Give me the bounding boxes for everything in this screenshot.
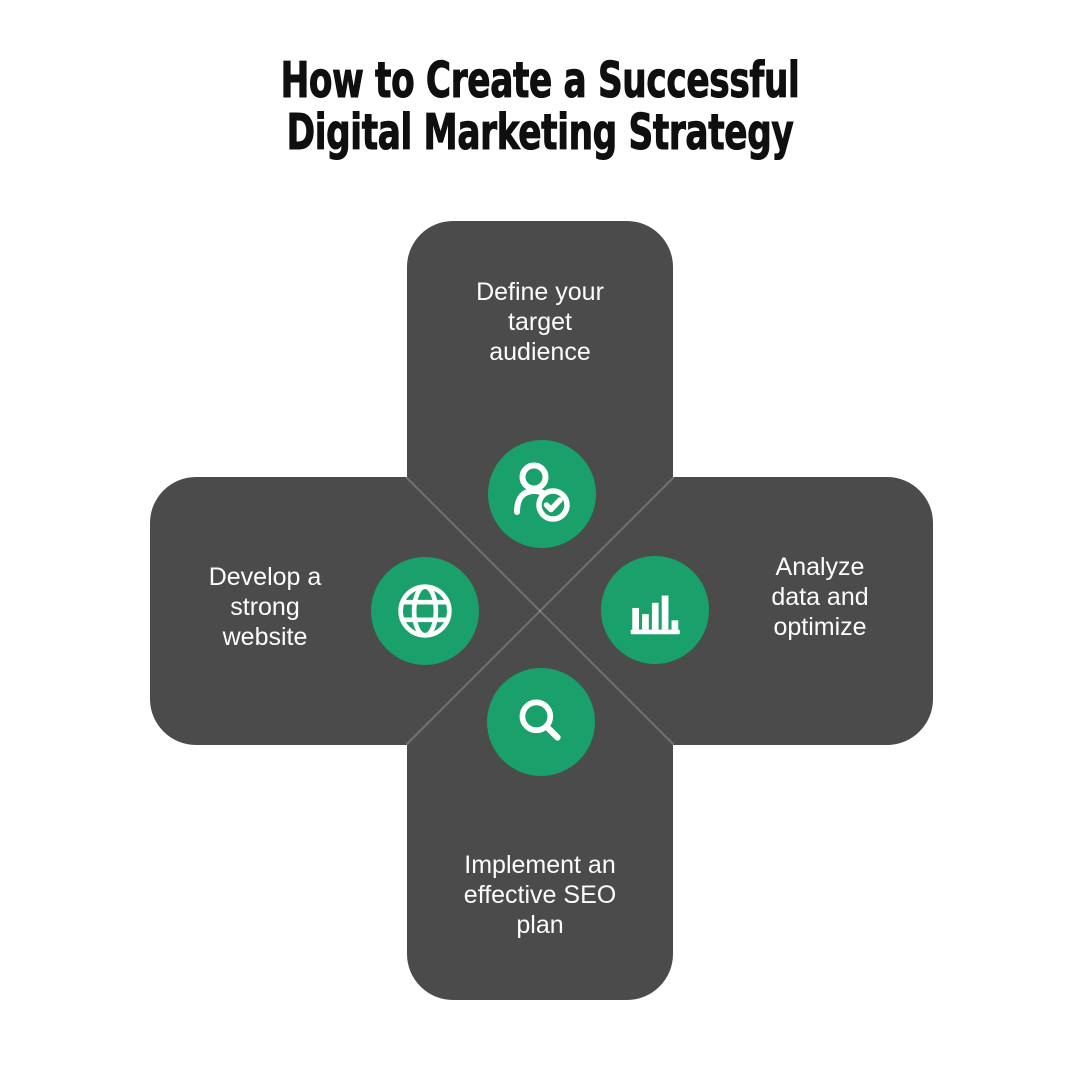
segment-label-seo-plan: Implement an effective SEO plan — [430, 850, 650, 940]
page-title: How to Create a Successful Digital Marke… — [162, 52, 918, 161]
label-line: optimize — [773, 613, 867, 641]
icon-badge-right — [601, 556, 709, 664]
globe-icon — [398, 584, 452, 638]
title-line-1: How to Create a Successful — [280, 52, 800, 109]
icon-badge-top — [488, 440, 596, 548]
bar-chart-icon — [630, 595, 680, 635]
search-icon — [519, 699, 561, 741]
label-line: plan — [516, 911, 564, 939]
label-line: website — [222, 623, 308, 651]
title-line-2: Digital Marketing Strategy — [286, 104, 794, 161]
label-line: Develop a — [208, 563, 322, 591]
person-check-icon — [514, 462, 570, 522]
label-line: Implement an — [464, 851, 616, 879]
label-line: audience — [489, 338, 591, 366]
segment-label-define-audience: Define your target audience — [430, 277, 650, 367]
label-line: Define your — [476, 278, 604, 306]
icon-badge-left — [371, 557, 479, 665]
segment-label-develop-website: Develop a strong website — [155, 562, 375, 652]
label-line: data and — [771, 583, 869, 611]
label-line: target — [508, 308, 572, 336]
segment-label-analyze-data: Analyze data and optimize — [710, 552, 930, 642]
label-line: strong — [230, 593, 300, 621]
label-line: Analyze — [775, 553, 865, 581]
icon-badge-bottom — [487, 668, 595, 776]
label-line: effective SEO — [463, 881, 617, 909]
